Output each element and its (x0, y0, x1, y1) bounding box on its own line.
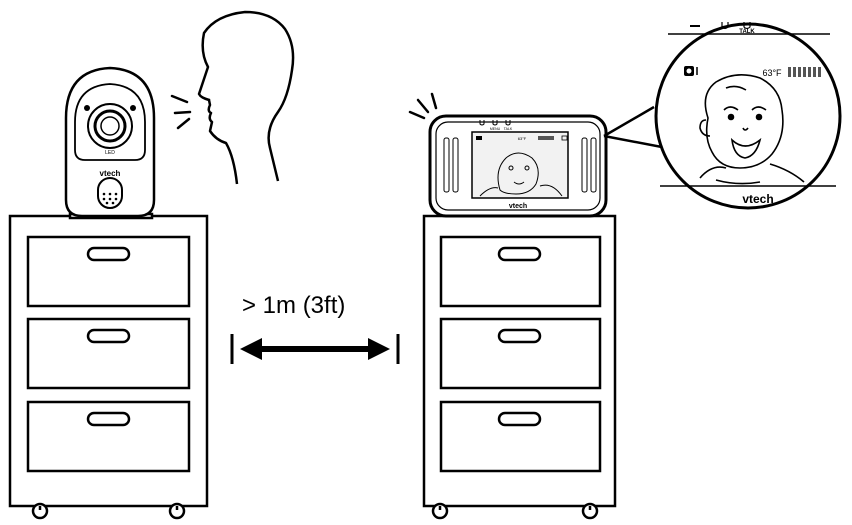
parent-monitor (430, 116, 606, 216)
monitor-alert-lines (410, 94, 436, 118)
person-head-outline (199, 12, 293, 184)
monitor-screen-temp: 63°F (518, 136, 527, 141)
camera-lens (101, 117, 119, 135)
zoom-temperature: 63°F (762, 68, 782, 78)
distance-label: > 1m (3ft) (242, 292, 345, 319)
zoom-callout (604, 22, 840, 208)
zoom-talk-label: TALK (739, 29, 755, 35)
camera-led-label: LED (105, 150, 115, 156)
right-cabinet (424, 216, 615, 518)
baby-camera (66, 68, 154, 218)
zoom-brand-logo: vtech (742, 192, 773, 206)
distance-arrow (232, 334, 398, 364)
monitor-talk-label: TALK (504, 127, 513, 131)
left-cabinet (10, 216, 207, 518)
speech-lines (172, 96, 190, 128)
monitor-brand-logo: vtech (509, 203, 527, 210)
monitor-menu-label: MENU (490, 127, 501, 131)
camera-brand-logo: vtech (100, 169, 121, 178)
